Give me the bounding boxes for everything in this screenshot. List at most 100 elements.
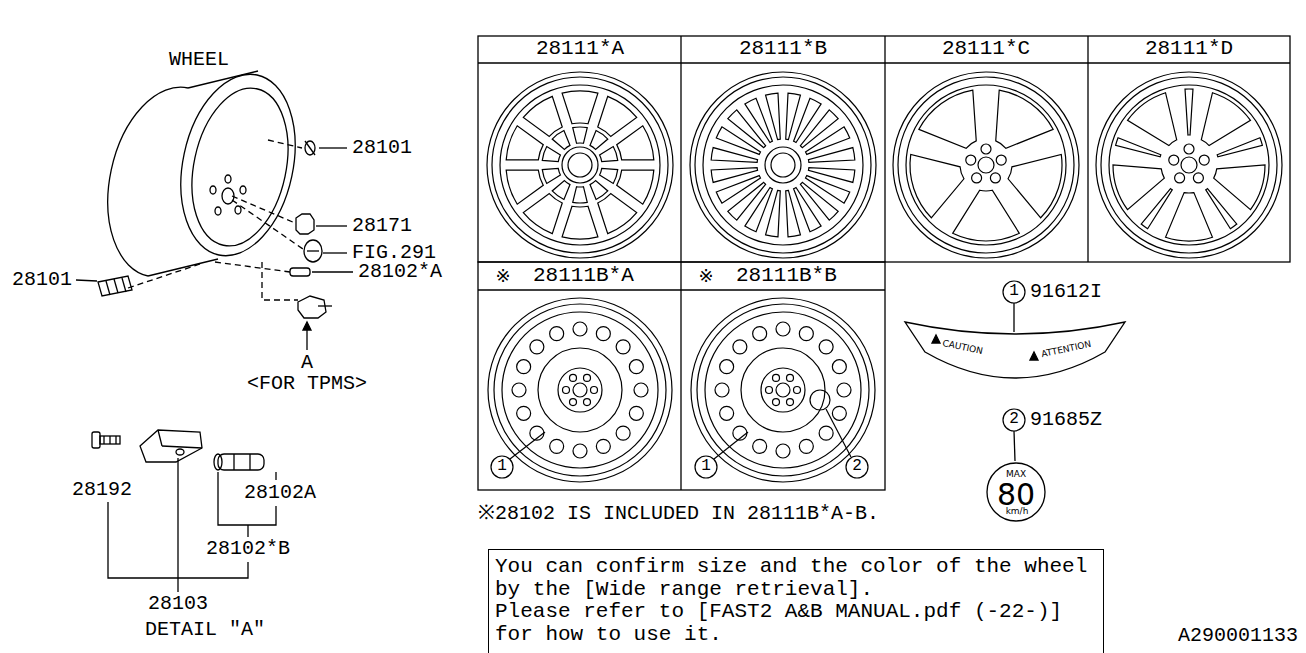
- vent-hole: [832, 406, 846, 420]
- wheel-window: [573, 187, 588, 203]
- wheel-window: [1141, 189, 1172, 229]
- part-number: 28192: [72, 479, 132, 501]
- sticker-text: ATTENTION: [1040, 340, 1092, 360]
- part-number: 28102*B: [206, 538, 290, 560]
- wheel-window: [910, 154, 964, 217]
- vent-hole: [799, 439, 813, 453]
- vent-hole: [832, 360, 846, 374]
- wheel-window: [600, 147, 618, 162]
- vent-hole: [550, 327, 564, 341]
- wheel-outline: [705, 312, 861, 468]
- sticker-text: km/h: [1006, 507, 1029, 517]
- vent-hole: [629, 360, 643, 374]
- wheel-window: [600, 168, 618, 183]
- vent-hole: [837, 383, 851, 397]
- sticker-outline: [810, 390, 830, 410]
- vent-hole: [573, 322, 587, 336]
- wheel-window: [766, 93, 781, 139]
- wheel-outline: [741, 348, 825, 432]
- vent-hole: [512, 383, 526, 397]
- wheel-window: [598, 96, 637, 136]
- wheel-illustration: [98, 64, 332, 350]
- wheel-outline: [500, 85, 660, 245]
- wheel-outline: [487, 72, 673, 258]
- vent-hole: [819, 340, 833, 354]
- callout-circle: [1003, 281, 1025, 303]
- leader-line: [714, 432, 748, 459]
- lug-hole: [1169, 155, 1179, 165]
- wheel-outline: [695, 77, 871, 253]
- wheel-outline: [492, 77, 668, 253]
- drawing-number: A290001133: [1178, 625, 1298, 647]
- vent-hole: [616, 426, 630, 440]
- callout-number: 1: [1009, 283, 1019, 301]
- tpms-detail: [92, 430, 276, 592]
- wheel-window: [506, 126, 543, 160]
- lug-hole: [563, 387, 570, 394]
- table-cell: 28111*B: [739, 37, 827, 60]
- lug-hole: [787, 399, 794, 406]
- wheel-outline: [978, 157, 994, 173]
- wheel-window: [1113, 165, 1164, 210]
- lug-hole: [570, 374, 577, 381]
- lug-hole: [773, 374, 780, 381]
- wheel-window: [1166, 193, 1213, 241]
- lug-hole: [773, 399, 780, 406]
- wheel-outline: [703, 85, 863, 245]
- wheel-drawings: [487, 72, 1282, 482]
- vent-hole: [715, 383, 729, 397]
- callout-number: 2: [852, 458, 862, 476]
- wheel-window: [808, 148, 854, 163]
- wheel-window: [1116, 138, 1161, 157]
- vent-hole: [799, 327, 813, 341]
- wheel-window: [506, 170, 543, 204]
- wheel-outline: [494, 304, 666, 476]
- wheel-window: [728, 110, 766, 148]
- detail-title: DETAIL "A": [145, 619, 265, 641]
- vent-hole: [720, 406, 734, 420]
- vent-hole: [720, 360, 734, 374]
- wheel-window: [562, 206, 598, 239]
- part-number: 28102A: [244, 482, 316, 504]
- speed-sticker: [987, 431, 1045, 521]
- wheel-window: [562, 91, 598, 124]
- wheel-window: [1217, 138, 1262, 157]
- vent-hole: [616, 340, 630, 354]
- wheel-window: [728, 182, 766, 220]
- reference-mark: ※: [495, 266, 510, 286]
- wheel-window: [808, 168, 854, 183]
- wheel-outline: [1101, 77, 1277, 253]
- wheel-window: [590, 181, 608, 200]
- callout-circle: [846, 456, 868, 478]
- wheel-window: [617, 126, 654, 160]
- wheel-outline: [568, 153, 592, 177]
- lug-hole: [972, 173, 982, 183]
- callout-number: 1: [497, 458, 507, 476]
- wheel-outline: [1109, 85, 1269, 245]
- vent-hole: [753, 439, 767, 453]
- wheel-window: [745, 98, 773, 142]
- wheel-outline: [906, 85, 1066, 245]
- part-number: 28101: [12, 269, 72, 291]
- lug-hole: [584, 374, 591, 381]
- wheel-outline: [898, 77, 1074, 253]
- vent-hole: [753, 327, 767, 341]
- vent-hole: [776, 444, 790, 458]
- wheel-window: [996, 90, 1053, 148]
- wheel-window: [523, 194, 562, 234]
- wheel-window: [1185, 89, 1193, 135]
- lug-hole: [1193, 173, 1203, 183]
- sticker-text: CAUTION: [941, 339, 983, 357]
- part-number: 91612I: [1030, 281, 1102, 303]
- reference-mark: ※: [698, 266, 713, 286]
- wheel-window: [766, 190, 781, 236]
- wheel-outline: [697, 304, 869, 476]
- table-cell: 28111B*A: [533, 264, 634, 287]
- wheel-outline: [562, 147, 598, 183]
- wheel-window: [1008, 154, 1062, 217]
- wheel-outline: [691, 298, 875, 482]
- wheel-window: [711, 168, 757, 183]
- vent-hole: [776, 322, 790, 336]
- variant-note: <FOR TPMS>: [247, 373, 367, 395]
- vent-hole: [517, 406, 531, 420]
